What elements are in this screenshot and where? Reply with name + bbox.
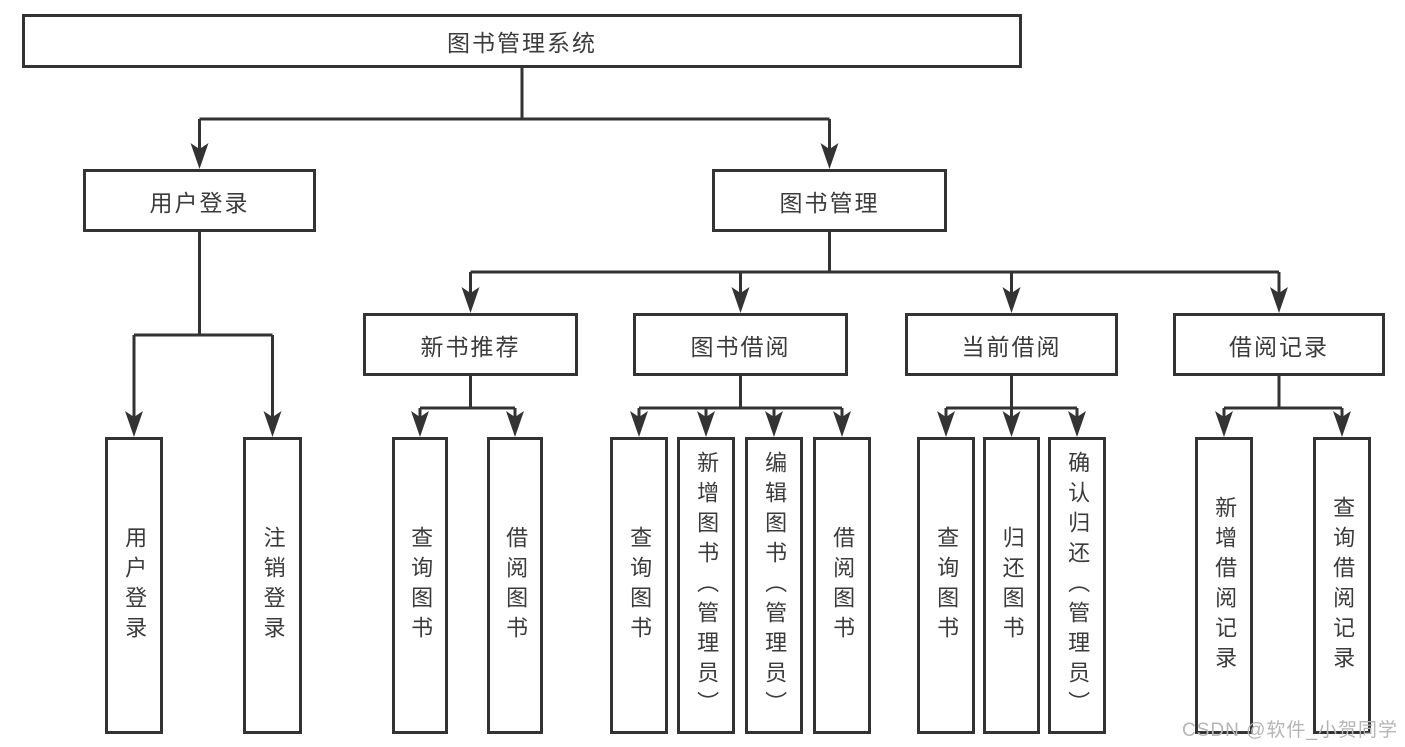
leaf-add-borrow-record: 新增借阅记录 (1195, 437, 1253, 734)
arrowhead (461, 287, 480, 313)
arrowhead (1068, 411, 1086, 437)
node-new-book-recommendation: 新书推荐 (363, 313, 578, 376)
arrowhead (411, 411, 429, 437)
connector-lines (132, 68, 1344, 418)
arrowhead (697, 411, 715, 437)
arrowhead (263, 411, 282, 437)
node-label: 新增图书（管理员） (694, 450, 720, 721)
node-label: 图书借阅 (690, 333, 791, 360)
node-book-management: 图书管理 (712, 169, 947, 232)
node-label: 新增借阅记录 (1212, 495, 1238, 676)
arrowhead (1270, 287, 1288, 313)
arrowhead (937, 411, 955, 437)
node-label: 借阅图书 (830, 525, 856, 646)
arrowhead (125, 411, 143, 437)
arrowhead (820, 143, 839, 169)
leaf-borrow-books: 借阅图书 (487, 437, 543, 734)
node-library-management-system: 图书管理系统 (22, 14, 1022, 68)
node-label: 编辑图书（管理员） (762, 450, 788, 721)
leaf-confirm-return-admin: 确认归还（管理员） (1048, 437, 1106, 734)
leaf-return-books: 归还图书 (983, 437, 1040, 734)
arrowhead (190, 143, 209, 169)
arrowhead (833, 411, 851, 437)
arrowhead (765, 411, 783, 437)
leaf-query-borrow-record: 查询借阅记录 (1313, 437, 1371, 734)
node-label: 注销登录 (260, 525, 286, 646)
node-current-borrowing: 当前借阅 (905, 313, 1118, 376)
node-label: 查询图书 (934, 525, 960, 646)
arrowhead (1215, 411, 1233, 437)
node-label: 确认归还（管理员） (1065, 450, 1091, 721)
node-label: 借阅记录 (1229, 333, 1329, 360)
leaf-query-books: 查询图书 (610, 437, 668, 734)
leaf-add-books-admin: 新增图书（管理员） (677, 437, 735, 734)
node-label: 图书管理系统 (447, 30, 597, 56)
leaf-edit-books-admin: 编辑图书（管理员） (745, 437, 803, 734)
node-label: 图书管理 (779, 189, 880, 216)
node-label: 查询图书 (408, 525, 434, 646)
leaf-query-books: 查询图书 (392, 437, 448, 734)
leaf-borrow-books: 借阅图书 (813, 437, 871, 734)
arrowhead (1002, 287, 1021, 313)
arrowhead (731, 287, 750, 313)
csdn-watermark: CSDN @软件_小贺同学 (1182, 720, 1398, 741)
leaf-logout: 注销登录 (243, 437, 302, 734)
node-label: 用户登录 (149, 189, 250, 216)
node-label: 借阅图书 (503, 525, 529, 646)
arrowhead (506, 411, 524, 437)
arrowhead (630, 411, 648, 437)
node-user-login: 用户登录 (83, 169, 316, 232)
leaf-query-books: 查询图书 (917, 437, 975, 734)
node-label: 查询借阅记录 (1330, 495, 1356, 676)
node-book-borrowing: 图书借阅 (633, 313, 848, 376)
node-label: 当前借阅 (961, 333, 1062, 360)
leaf-user-login: 用户登录 (105, 437, 163, 734)
node-borrowing-records: 借阅记录 (1173, 313, 1385, 376)
node-label: 查询图书 (627, 525, 653, 646)
node-label: 新书推荐 (420, 333, 521, 360)
arrowheads (125, 143, 1351, 437)
node-label: 归还图书 (999, 525, 1025, 646)
arrowhead (1333, 411, 1351, 437)
arrowhead (1002, 411, 1021, 437)
node-label: 用户登录 (122, 525, 148, 646)
